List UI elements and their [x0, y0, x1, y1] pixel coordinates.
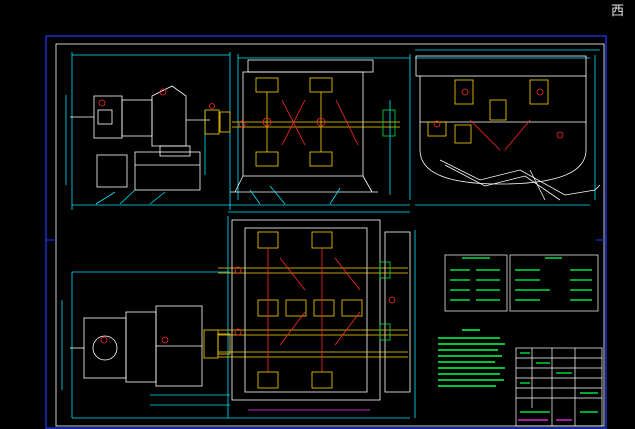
plan-view: [61, 211, 416, 419]
technical-notes-block: [438, 329, 505, 387]
elevation-view: [65, 52, 411, 210]
parts-table: [444, 254, 599, 312]
title-block: [515, 347, 603, 427]
corner-character: 西: [611, 4, 625, 19]
side-section-view: [415, 49, 601, 206]
drawing-frame: [45, 35, 607, 429]
